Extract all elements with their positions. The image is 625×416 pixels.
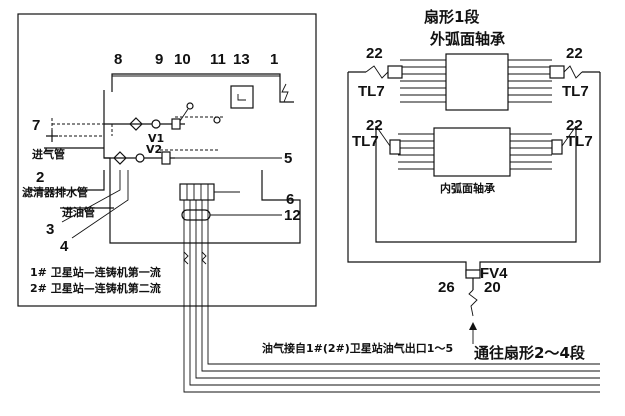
leader-4 (71, 170, 129, 239)
destination-label: 通往扇形2～4段 (474, 344, 585, 362)
diamond-8 (129, 117, 143, 131)
stream-1-label: 1# 卫星站—连铸机第一流 (30, 265, 161, 279)
tl7-mid-right: TL7 (566, 133, 593, 150)
valve-fv4-tail (468, 289, 478, 317)
drain-pipe-label: 滤清器排水管 (22, 185, 88, 199)
callout-11: 11 (210, 51, 226, 68)
callout-26: 26 (438, 279, 455, 296)
inner-loop-links (375, 125, 577, 147)
outer-loop-right (479, 72, 601, 276)
oil-inlet-label: 进油管 (62, 205, 95, 219)
tl7-top-left-block (387, 65, 403, 79)
callout-22-mid-right: 22 (566, 117, 583, 134)
outlet-lines (183, 200, 600, 393)
callout-2: 2 (36, 169, 44, 186)
tl7-mid-left-block (389, 139, 401, 155)
drain-pipe-line (30, 170, 105, 191)
component-13-box (230, 85, 254, 109)
inner-loop (375, 126, 577, 243)
callout-22-mid-left: 22 (366, 117, 383, 134)
gauge-10 (186, 102, 194, 110)
callout-10: 10 (174, 51, 191, 68)
valve-5 (161, 151, 171, 165)
manifold-6-div (186, 184, 209, 200)
callout-12: 12 (284, 207, 301, 224)
tl7-mid-left: TL7 (352, 133, 379, 150)
header-pipe (111, 73, 294, 103)
inner-bearing-block (433, 127, 511, 177)
callout-4: 4 (60, 238, 69, 255)
control-line-5 (51, 118, 104, 137)
outlet-wave (183, 251, 207, 265)
callout-1: 1 (270, 51, 278, 68)
valve-10 (171, 118, 181, 130)
callout-5: 5 (284, 150, 292, 167)
diamond-2 (113, 151, 127, 165)
tl7-top-right-block (549, 65, 565, 79)
leader-3 (61, 170, 121, 223)
gauge-11 (213, 116, 221, 124)
outer-loop (347, 72, 467, 276)
top-connectors (365, 65, 583, 79)
label-v1: V1 (148, 132, 164, 145)
valve-v2 (135, 153, 145, 163)
bottom-labels: 油气接自1#(2#)卫星站油气出口1～5 通往扇形2～4段 (262, 341, 585, 362)
segment-title: 扇形1段 (424, 8, 479, 26)
left-station-panel (17, 13, 600, 393)
callout-6: 6 (286, 191, 294, 208)
inner-bearing-lines (398, 133, 552, 170)
outer-bearing-title: 外弧面轴承 (429, 30, 505, 48)
valve-v1 (151, 119, 161, 129)
callout-7: 7 (32, 117, 40, 134)
tl7-top-left: TL7 (358, 83, 385, 100)
air-inlet-valve (46, 130, 58, 142)
station-frame (17, 13, 317, 307)
stream-2-label: 2# 卫星站—连铸机第二流 (30, 281, 161, 295)
callout-22-top-left: 22 (366, 45, 383, 62)
tl7-top-right: TL7 (562, 83, 589, 100)
valve-fv4 (465, 269, 481, 279)
right-segment-panel (347, 53, 601, 344)
callout-8: 8 (114, 51, 122, 68)
fv4-label: FV4 (480, 265, 508, 282)
callout-22-top-right: 22 (566, 45, 583, 62)
left-panel-labels: 8 9 10 11 13 1 7 V1 V2 进气管 5 2 滤清器排水管 6 … (22, 51, 301, 295)
callout-20: 20 (484, 279, 501, 296)
control-line-1 (52, 123, 113, 136)
outer-bearing-lines (400, 59, 552, 103)
gauge-10-stem (179, 108, 189, 122)
arrow-up (469, 322, 477, 330)
outer-bearing-block (445, 53, 509, 111)
right-panel-labels: 扇形1段 外弧面轴承 22 TL7 22 TL7 22 TL7 22 TL7 内… (352, 8, 593, 296)
manifold-6 (179, 183, 215, 201)
component-13-symbol (237, 94, 246, 101)
lightning-mark (281, 83, 289, 103)
air-inlet-label: 进气管 (32, 147, 65, 161)
connection-note: 油气接自1#(2#)卫星站油气出口1～5 (262, 341, 453, 355)
callout-13: 13 (233, 51, 250, 68)
callout-9: 9 (155, 51, 163, 68)
callout-3: 3 (46, 221, 54, 238)
inner-bearing-label: 内弧面轴承 (440, 181, 496, 195)
tl7-mid-right-block (551, 139, 563, 155)
label-v2: V2 (146, 143, 162, 156)
